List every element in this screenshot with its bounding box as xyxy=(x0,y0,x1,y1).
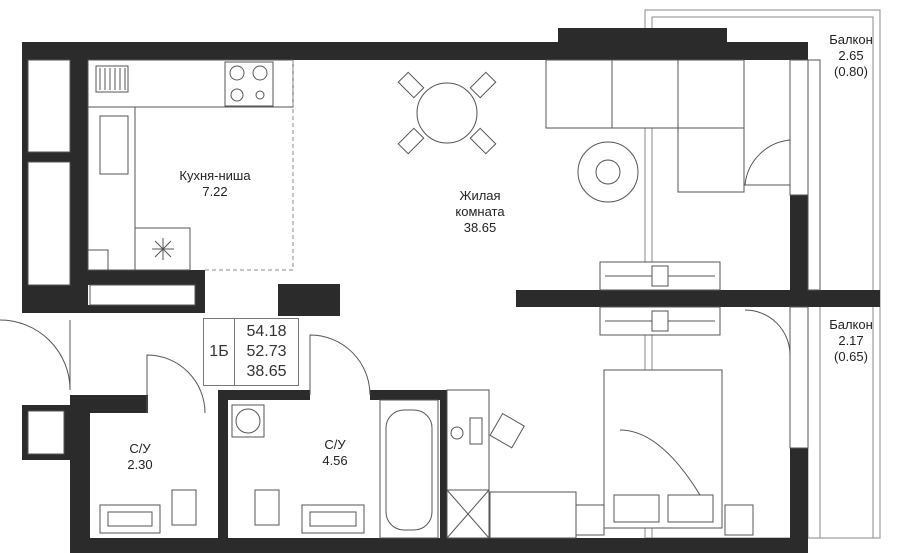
living-area: 38.65 xyxy=(463,220,497,235)
balcony1-reduced: (0.80) xyxy=(834,64,868,79)
kitchen-label: Кухня-ниша 7.22 xyxy=(160,168,270,200)
apartment-type: 1Б xyxy=(204,319,235,385)
apartment-summary-table: 1Б 54.18 52.73 38.65 xyxy=(203,318,299,386)
balcony2-reduced: (0.65) xyxy=(834,349,868,364)
balcony1-area: 2.65 xyxy=(838,48,864,63)
balcony1-label: Балкон 2.65 (0.80) xyxy=(818,32,884,80)
bathroom-fixtures xyxy=(0,319,439,539)
balcony2-label: Балкон 2.17 (0.65) xyxy=(818,317,884,365)
bath2-name: С/У xyxy=(324,437,346,452)
bath2-area: 4.56 xyxy=(322,453,348,468)
living-area-total: 38.65 xyxy=(246,363,287,380)
balcony1-name: Балкон xyxy=(829,32,873,47)
living-label: Жилая комната 38.65 xyxy=(425,188,535,236)
kitchen-area: 7.22 xyxy=(202,184,228,199)
total-area: 54.18 xyxy=(246,323,287,340)
living-furniture xyxy=(397,59,791,356)
balcony2-name: Балкон xyxy=(829,317,873,332)
bath1-area: 2.30 xyxy=(127,457,153,472)
living-name-1: Жилая xyxy=(459,188,501,203)
bed xyxy=(446,369,754,539)
bath2-label: С/У 4.56 xyxy=(305,437,365,469)
bath1-name: С/У xyxy=(129,441,151,456)
windows xyxy=(27,59,821,455)
bath1-label: С/У 2.30 xyxy=(110,441,170,473)
living-name-2: комната xyxy=(455,204,505,219)
area-without-balcony: 52.73 xyxy=(246,343,287,360)
balcony2-area: 2.17 xyxy=(838,333,864,348)
kitchen-furniture xyxy=(87,59,294,306)
kitchen-name: Кухня-ниша xyxy=(179,168,251,183)
